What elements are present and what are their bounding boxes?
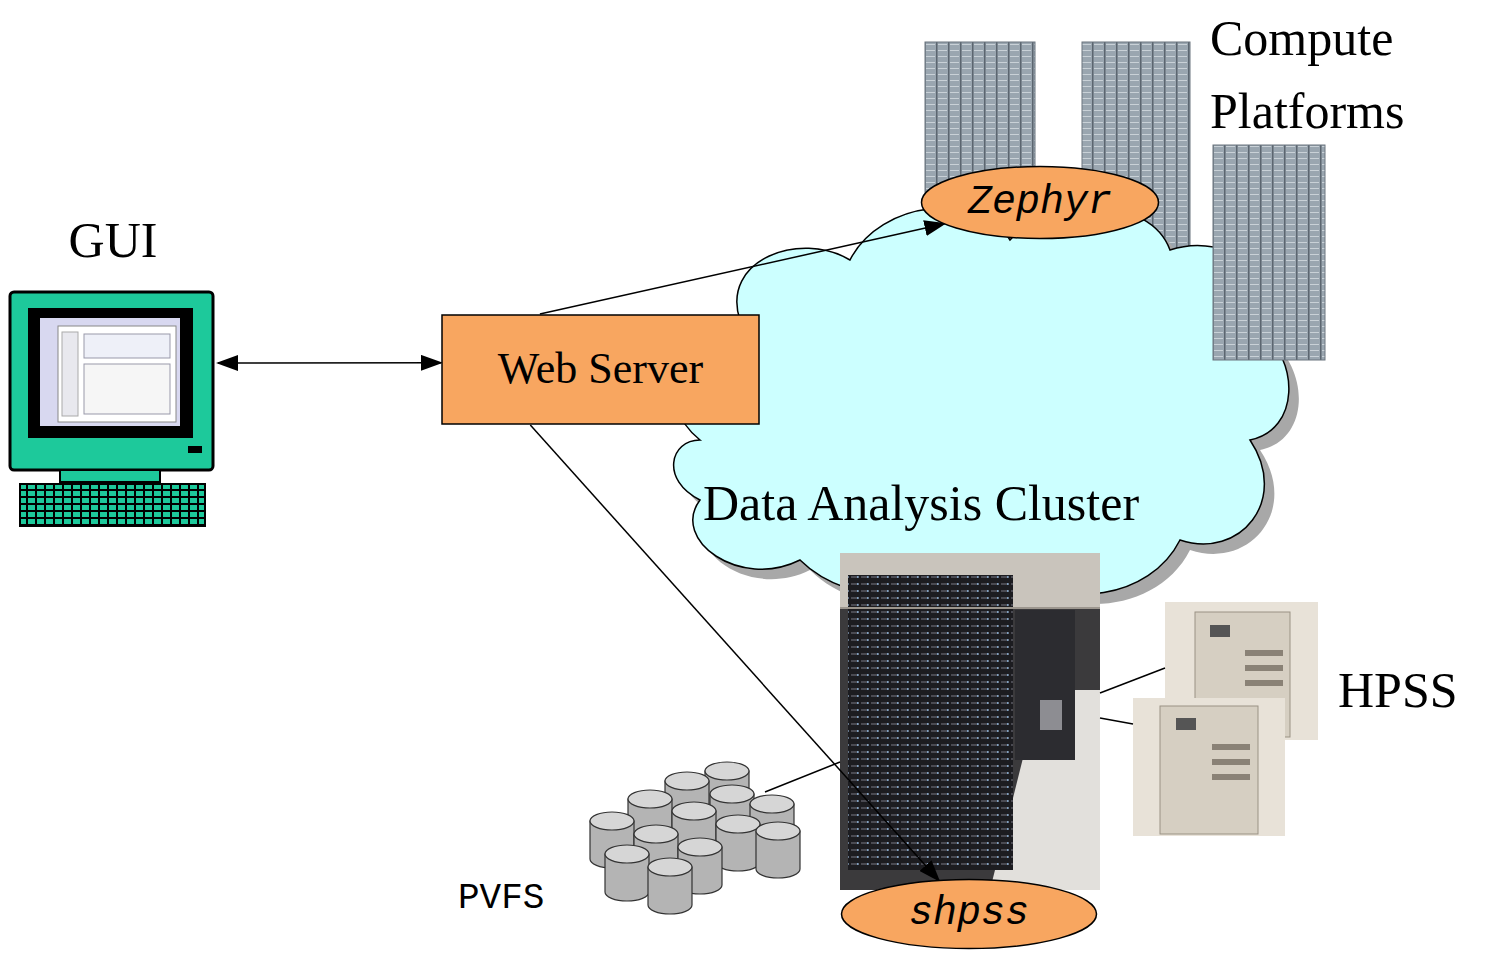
connector-arrow (218, 362, 441, 364)
node-text: Data Analysis Cluster (703, 475, 1293, 533)
power-button (188, 446, 202, 453)
monitor-frame (10, 292, 213, 470)
monitor-stand (60, 470, 160, 482)
ellipse-shape (842, 880, 1097, 949)
node-text: shpss (909, 891, 1029, 937)
part-label: PVFS (458, 877, 578, 920)
link-line (765, 762, 840, 792)
screen-widget (62, 332, 78, 416)
node-text: Web Server (498, 344, 703, 395)
rack (1213, 145, 1325, 360)
part-label: Compute Platforms (1210, 2, 1495, 147)
monitor-screen (40, 318, 180, 426)
rect-shape (442, 315, 759, 424)
screen-widget (84, 334, 170, 358)
cluster-photo (840, 553, 1100, 890)
host-ellipse: Zephyr (920, 165, 1160, 240)
cluster-cloud: Data Analysis Cluster (668, 195, 1298, 610)
screen-window (58, 326, 176, 422)
cloud-shape (672, 207, 1299, 608)
cloud-outline (672, 207, 1289, 598)
monitor-bezel (28, 308, 193, 438)
ellipse-shape (922, 167, 1159, 239)
node-text: GUI (8, 212, 218, 270)
link-line (1100, 668, 1165, 693)
node-text: Zephyr (968, 180, 1112, 226)
hpss-photo (1100, 602, 1318, 836)
part-label: HPSS (1338, 660, 1488, 720)
gui-node: GUI (8, 212, 218, 530)
connector-arrow (540, 224, 945, 314)
keyboard (20, 484, 205, 526)
process-box: Web Server (441, 314, 760, 425)
link-line (1100, 718, 1133, 724)
pvfs-disks (590, 762, 840, 914)
screen-widget (84, 364, 170, 414)
host-ellipse: shpss (840, 878, 1098, 950)
